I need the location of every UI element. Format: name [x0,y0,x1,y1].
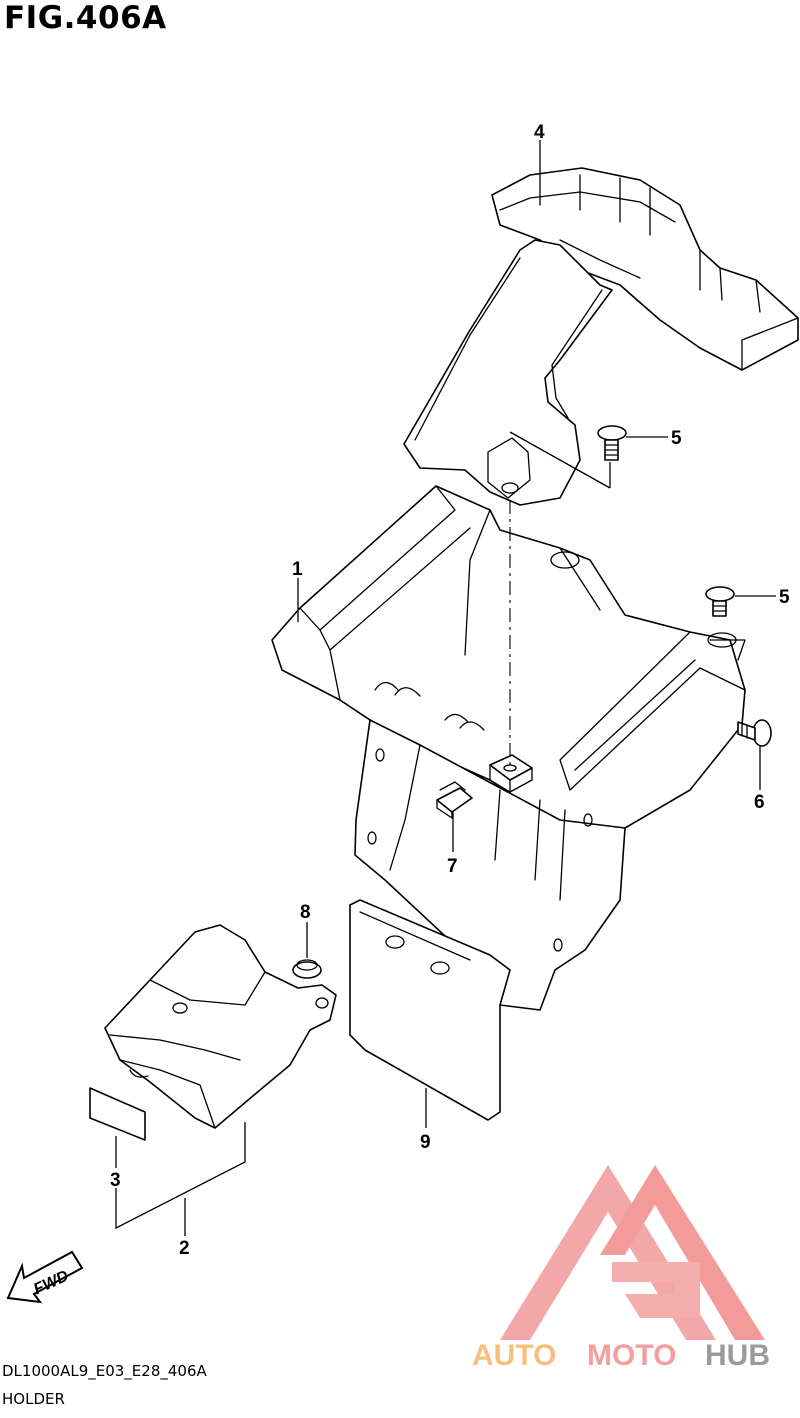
callout-2: 2 [179,1238,190,1259]
automotohub-logo: AUTO MOTO HUB [472,1165,770,1372]
callout-3: 3 [110,1170,121,1191]
part-5-bolt-upper [597,425,627,461]
figure-title: FIG.406A [4,0,167,36]
logo-text-auto: AUTO [472,1339,556,1372]
part-9-flap [349,899,511,1121]
fwd-arrow: FWD [6,1250,84,1304]
logo-text-moto: MOTO [587,1339,676,1372]
callout-1: 1 [292,559,303,580]
figure-name: HOLDER [2,1390,65,1408]
part-1-frame [271,485,746,1011]
assembly-lines [509,431,611,770]
callout-7: 7 [447,856,458,877]
part-4-upper-holder [403,167,799,506]
part-6-screw [737,719,772,747]
part-7-clip-nut [436,781,473,819]
callout-5-lower: 5 [779,587,790,608]
callout-9: 9 [420,1132,431,1153]
part-3-pad [89,1087,146,1141]
callout-6: 6 [754,792,765,813]
callout-labels: 4 5 5 1 6 7 8 9 3 2 [110,122,790,1259]
leader-lines [115,140,776,1236]
part-5-bolt-lower [705,586,735,617]
logo-text-hub: HUB [705,1339,770,1372]
callout-5-upper: 5 [671,428,682,449]
figure-code: DL1000AL9_E03_E28_406A [2,1362,207,1380]
part-2-cover [104,924,337,1129]
callout-8: 8 [300,902,311,923]
callout-4: 4 [534,122,545,143]
part-8-grommet [292,959,322,979]
